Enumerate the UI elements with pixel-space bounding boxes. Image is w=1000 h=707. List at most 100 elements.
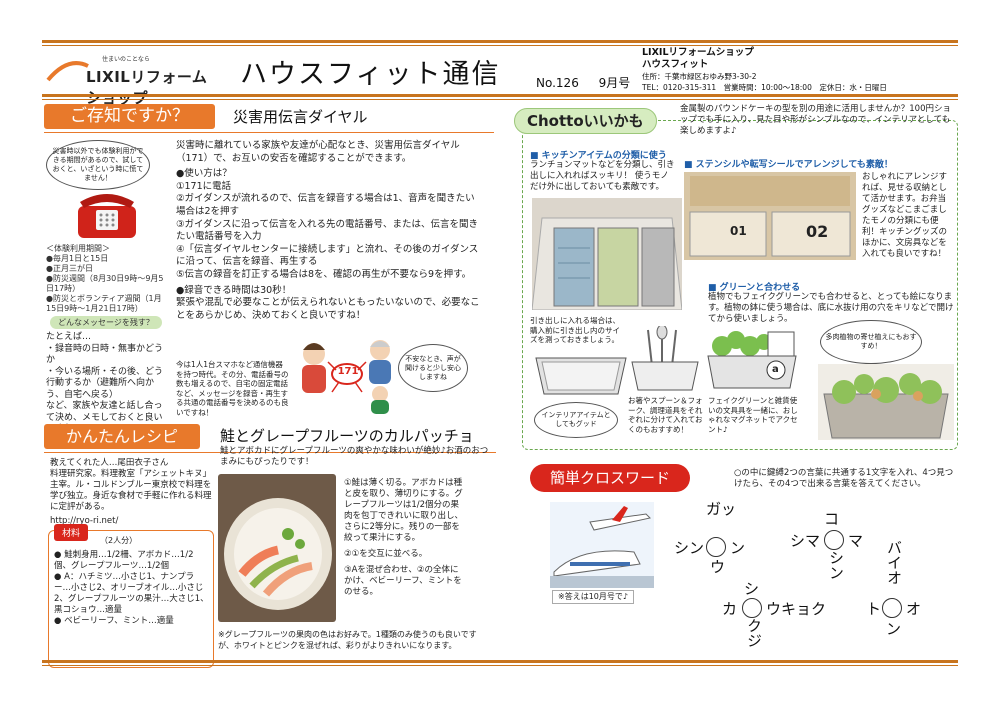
note-drawer-size: 引き出しに入れる場合は、購入前に引き出し内のサイズを測っておきましょう。 (530, 316, 620, 344)
stencil-photo (684, 172, 856, 260)
sub-stencil-text: おしゃれにアレンジすれば、見せる収納として活かせます。お弁当グッズなどこまごまし… (862, 172, 948, 259)
issue-number: No.126 (536, 76, 579, 90)
fake-green-drawing (707, 331, 797, 389)
sec3-underline (44, 452, 496, 453)
sub-kitchen-text: ランチョンマットなどを分類し、引き出しに入れればスッキリ！ 使うモノだけ外に出し… (530, 160, 675, 192)
logo-swoosh-icon (46, 61, 89, 82)
trial-bubble: 災害時以外でも体験利用ができる期間があるので、試しておくと、いざという時に慌てま… (46, 140, 150, 190)
trial-item: ●防災とボランティア週間（1月15日9時～1月21日17時） (46, 294, 162, 313)
utensil-drawing (631, 326, 699, 391)
succulent-bubble: 多肉植物の寄せ植えにもおすすめ！ (820, 320, 922, 364)
phone-note: 今は1人1台スマホなど通信機器を持つ時代。その分、電話番号の数も増えるので、自宅… (176, 360, 289, 417)
label-02: 02 (806, 222, 829, 241)
puzzle2-top: コ (824, 510, 840, 528)
badge-171: 171 (337, 366, 359, 377)
recipe-title: 鮭とグレープフルーツのカルパッチョ (220, 427, 474, 445)
puzzle1-right: ン (730, 539, 746, 557)
step: ⑤伝言の録音を訂正する場合は8を、確認の再生が不要なら9を押す。 (176, 268, 472, 280)
puzzle3-blank-circle[interactable] (742, 597, 762, 618)
puzzle1-bottom: ウ (710, 558, 726, 576)
drawer-photo (532, 198, 682, 310)
puzzle1-top: ガッ (706, 500, 737, 518)
company-name-1: LIXILリフォームショップ (642, 47, 754, 58)
trial-item: ●防災週間（8月30日9時～9月5日17時） (46, 274, 164, 293)
interior-bubble: インテリアアイテムとしてもグッド (534, 402, 618, 438)
ingredients-servings: （2人分） (100, 536, 138, 545)
puzzle2-right: マ (848, 532, 864, 550)
chef-profile: 教えてくれた人…尾田衣子さん 料理研究家。料理教室「アシェットキヌ」主宰。ル・コ… (50, 458, 212, 512)
step: ①171に電話 (176, 180, 232, 192)
family-call-illustration (302, 340, 391, 414)
puzzle2-blank-circle[interactable] (824, 529, 844, 550)
telephone-icon (78, 194, 136, 238)
header-top-stripe (42, 40, 958, 43)
company-address: 住所：千葉市緑区おゆみ野3-30-2 (642, 72, 757, 81)
recipe-step: ①鮭は薄く切る。アボカドは種と皮を取り、薄切りにする。グレープフルーツは1/2個… (344, 478, 464, 543)
issue-info: No.126 9月号 (536, 74, 630, 91)
message-pill: どんなメッセージを残す？ (50, 316, 162, 329)
tab-recipe: かんたんレシピ (44, 424, 201, 449)
how-title: ●使い方は？ (176, 168, 232, 180)
step: ④「伝言ダイヤルセンターに接続します」と流れ、その後のガイダンスに沿って、伝言を… (176, 243, 479, 268)
label-01: 01 (730, 224, 747, 238)
footer-stripe-thin (42, 665, 958, 666)
message-example: たとえば… ・録音時の日時・無事かどうか ・今いる場所・その後、どう行動するか（… (46, 332, 164, 434)
step: ②ガイダンスが流れるので、伝言を録音する場合は1、音声を聞きたい場合は2を押す (176, 193, 475, 217)
puzzle4-blank-circle[interactable] (882, 597, 902, 618)
caption-green: フェイクグリーンと雑貨使いの文具具を一緒に、おしゃれなマグネットでアクセント♪ (708, 396, 798, 434)
lixil-logo: 住まいのことなら LIXILリフォームショップ (44, 52, 218, 107)
header-top-stripe-thin (42, 45, 958, 46)
ingredients-list: ● 鮭刺身用…1/2柵、アボカド…1/2個、グレープフルーツ…1/2個 ● A：… (54, 550, 210, 627)
header-bottom-stripe-thin (42, 99, 958, 100)
puzzle4-left: ト (866, 600, 882, 618)
logo-tagline: 住まいのことなら (102, 56, 150, 63)
puzzle4-top: バイオ (885, 540, 903, 585)
puzzle3-right: ウキョク (766, 600, 827, 618)
puzzle1-blank-circle[interactable] (706, 536, 726, 557)
puzzle3-top: シ (744, 580, 760, 598)
trial-item: ●正月三が日 (46, 264, 93, 273)
recipe-subtitle: 鮭とアボカドにグレープフルーツの爽やかな味わいが絶妙♪お酒のおつまみにもぴったり… (220, 446, 489, 467)
footer-stripe (42, 660, 958, 663)
carpaccio-photo (218, 474, 336, 622)
tab-crossword: 簡単クロスワード (530, 464, 691, 492)
page-title: ハウスフィット通信 (240, 59, 501, 90)
company-contact: TEL：0120-315-311 営業時間：10:00～18:00 定休日：水・… (642, 83, 887, 92)
sec1-intro: 災害時に離れている家族や友達が心配なとき、災害用伝言ダイヤル（171）で、お互い… (176, 140, 460, 164)
reassure-bubble: 不安なとき、声が聞けると少し安心しますね (398, 344, 468, 392)
trial-item: ●毎月1日と15日 (46, 254, 109, 263)
puzzle4-right: オ (906, 600, 922, 618)
chef-url[interactable]: http://ryo-ri.net/ (50, 516, 119, 526)
tab-chotto: Chottoいいかも (514, 108, 657, 134)
sub-kitchen: ■ キッチンアイテムの分類に使う (530, 151, 667, 161)
puzzle3-bottom: クジ (745, 618, 763, 648)
company-name-2: ハウスフィット (642, 59, 709, 70)
ingredient-item: ● A：ハチミツ…小さじ1、ナンプラー…小さじ2、オリーブオイル…小さじ2、グレ… (54, 572, 209, 615)
rec-title: ●録音できる時間は30秒！ (176, 284, 292, 296)
puzzle2-left: シマ (790, 532, 821, 550)
ingredient-item: ● ベビーリーフ、ミント…適量 (54, 616, 174, 626)
recipe-steps: ①鮭は薄く切る。アボカドは種と皮を取り、薄切りにする。グレープフルーツは1/2個… (344, 478, 464, 598)
sec1-underline (44, 132, 494, 133)
answer-note: ※答えは10月号で♪ (552, 590, 634, 604)
sub-green-text: 植物でもフェイクグリーンでも合わせると、とっても絵になります。植物の鉢に使う場合… (708, 292, 954, 324)
sec1-body: 災害時に離れている家族や友達が心配なとき、災害用伝言ダイヤル（171）で、お互い… (176, 140, 482, 322)
tab-did-you-know: ご存知ですか？ (44, 104, 215, 129)
trial-title: ＜体験利用期間＞ (46, 244, 110, 253)
step: ③ガイダンスに沿って伝言を入れる先の電話番号、または、伝言を聞きたい電話番号を入… (176, 218, 478, 243)
recipe-note: ※グレープフルーツの果肉の色はお好みで。1種類のみ使うのも良いですが、ホワイトと… (218, 630, 477, 650)
ingredient-item: ● 鮭刺身用…1/2柵、アボカド…1/2個、グレープフルーツ…1/2個 (54, 550, 194, 571)
header-bottom-stripe (42, 94, 958, 97)
logo-text: LIXILリフォームショップ (86, 68, 208, 107)
sub-green: ■ グリーンと合わせる (708, 283, 801, 293)
issue-month: 9月号 (598, 76, 631, 90)
puzzle4-bottom: ン (886, 620, 902, 638)
sub-stencil: ■ ステンシルや転写シールでアレンジしても素敵！ (684, 160, 893, 170)
recipe-step: ③Aを混ぜ合わせ、②の全体にかけ、ベビーリーフ、ミントをのせる。 (344, 565, 462, 597)
company-info: LIXILリフォームショップ ハウスフィット 住所：千葉市緑区おゆみ野3-30-… (642, 47, 887, 93)
train-plane-illustration (550, 502, 654, 588)
puzzle1-left: シン (674, 539, 705, 557)
loaf-pan-drawing (535, 357, 627, 395)
puzzle2-bottom: シン (827, 550, 845, 580)
sec1-heading: 災害用伝言ダイヤル (233, 108, 368, 126)
